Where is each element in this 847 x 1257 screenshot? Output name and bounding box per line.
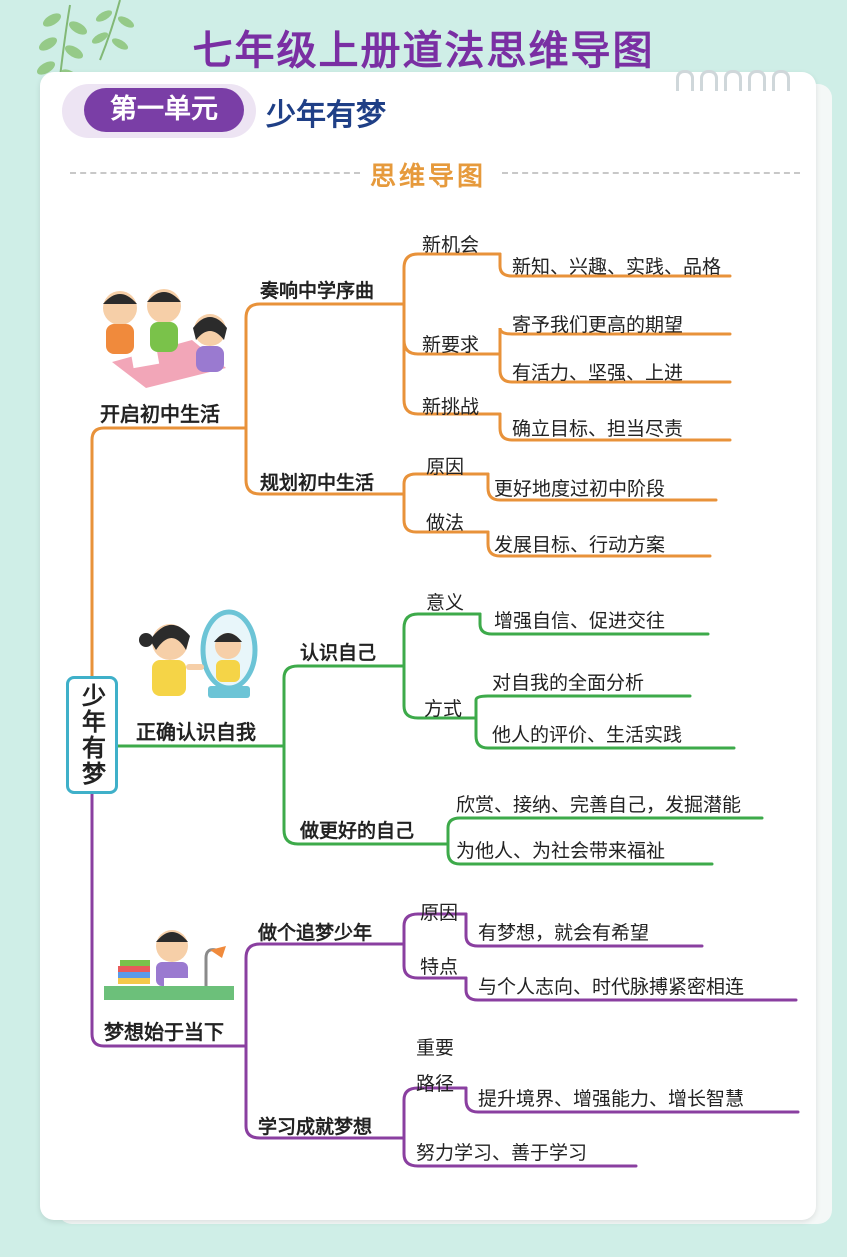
node-label: 意义 — [426, 592, 465, 614]
section-divider-left — [70, 172, 360, 174]
mindmap-root: 少年有梦 — [66, 676, 118, 794]
connector-root-branch1 — [90, 426, 248, 678]
connector-leaf — [498, 352, 732, 384]
connector-xinjihui — [402, 252, 502, 306]
connector-leaf — [464, 1086, 800, 1114]
connector-leaf — [498, 327, 732, 356]
connector-leaf — [474, 716, 736, 750]
section-divider-right — [502, 172, 800, 174]
connector-fangshi — [402, 664, 478, 720]
section-label: 思维导图 — [370, 162, 487, 192]
sub-branch-label: 规划初中生活 — [260, 472, 375, 494]
node-label: 原因 — [420, 902, 459, 924]
leaf-text: 发展目标、行动方案 — [494, 534, 666, 556]
binder-ring — [724, 70, 742, 91]
connector-leaf — [446, 842, 714, 866]
connector-leaf — [498, 412, 732, 442]
node-label: 新挑战 — [422, 396, 480, 418]
sub-branch-label: 认识自己 — [300, 642, 377, 664]
leaf-text: 确立目标、担当尽责 — [512, 418, 684, 440]
leaf-text: 欣赏、接纳、完善自己，发掘潜能 — [456, 794, 742, 816]
node-label: 新要求 — [422, 334, 480, 356]
binder-ring — [676, 70, 694, 91]
connector-root-branch3 — [90, 792, 248, 1048]
binder-ring — [772, 70, 790, 91]
connector-yuanyin3 — [402, 912, 468, 946]
connector-leaf — [486, 472, 718, 502]
connector-leaf — [464, 912, 704, 948]
connector-branch2-sub1 — [282, 664, 406, 748]
connector-leaf — [464, 976, 798, 1002]
connector-xintiaozhan — [402, 302, 502, 416]
leaf-text: 更好地度过初中阶段 — [494, 478, 666, 500]
connector-leaf — [446, 816, 764, 846]
unit-name: 少年有梦 — [266, 98, 386, 133]
node-label: 新机会 — [422, 234, 480, 256]
sub-branch-label: 奏响中学序曲 — [260, 280, 375, 302]
page-title: 七年级上册道法思维导图 — [192, 28, 655, 74]
sub-branch-label: 做更好的自己 — [300, 820, 415, 842]
connector-yuanyin — [402, 472, 490, 496]
connector-leaf — [474, 694, 692, 720]
leaf-text: 对自我的全面分析 — [492, 672, 645, 694]
node-label: 做法 — [426, 512, 465, 534]
branch-label: 梦想始于当下 — [104, 1020, 224, 1044]
connector-tedian — [402, 942, 468, 980]
sub-branch-label: 做个追梦少年 — [258, 922, 373, 944]
binder-ring — [700, 70, 718, 91]
connector-branch3-sub1 — [244, 942, 406, 1048]
connector-branch1-sub1 — [244, 302, 406, 430]
connector-branch3-sub2 — [244, 1044, 406, 1140]
branch-label: 开启初中生活 — [100, 402, 220, 426]
unit-badge: 第一单元 — [84, 88, 244, 132]
binder-ring — [748, 70, 766, 91]
leaf-text: 新知、兴趣、实践、品格 — [512, 256, 722, 278]
branch-label: 正确认识自我 — [136, 720, 256, 744]
leaf-text: 有梦想，就会有希望 — [478, 922, 650, 944]
connector-leaf — [402, 1136, 638, 1168]
leaf-text: 为他人、为社会带来福祉 — [456, 840, 666, 862]
leaf-text: 提升境界、增强能力、增长智慧 — [478, 1088, 745, 1110]
connector-yiyi — [402, 612, 482, 668]
leaf-text: 努力学习、善于学习 — [416, 1142, 588, 1164]
connector-branch2-sub2 — [282, 744, 450, 846]
node-label: 方式 — [424, 698, 463, 720]
leaf-text: 增强自信、促进交往 — [494, 610, 666, 632]
leaf-text: 与个人志向、时代脉搏紧密相连 — [478, 976, 745, 998]
sub-branch-label: 学习成就梦想 — [258, 1116, 373, 1138]
leaf-text: 寄予我们更高的期望 — [512, 314, 684, 336]
connector-branch1-sub2 — [244, 426, 406, 496]
node-label: 原因 — [426, 456, 465, 478]
connector-leaf — [498, 252, 732, 278]
connector-lujing — [402, 1086, 468, 1140]
leaf-text: 有活力、坚强、上进 — [512, 362, 684, 384]
connector-zuofa — [402, 492, 490, 534]
connector-leaf — [478, 612, 710, 636]
leaf-text: 他人的评价、生活实践 — [492, 724, 683, 746]
node-label: 重要路径 — [416, 1037, 455, 1095]
connector-leaf — [486, 530, 712, 558]
node-label: 特点 — [420, 956, 459, 978]
